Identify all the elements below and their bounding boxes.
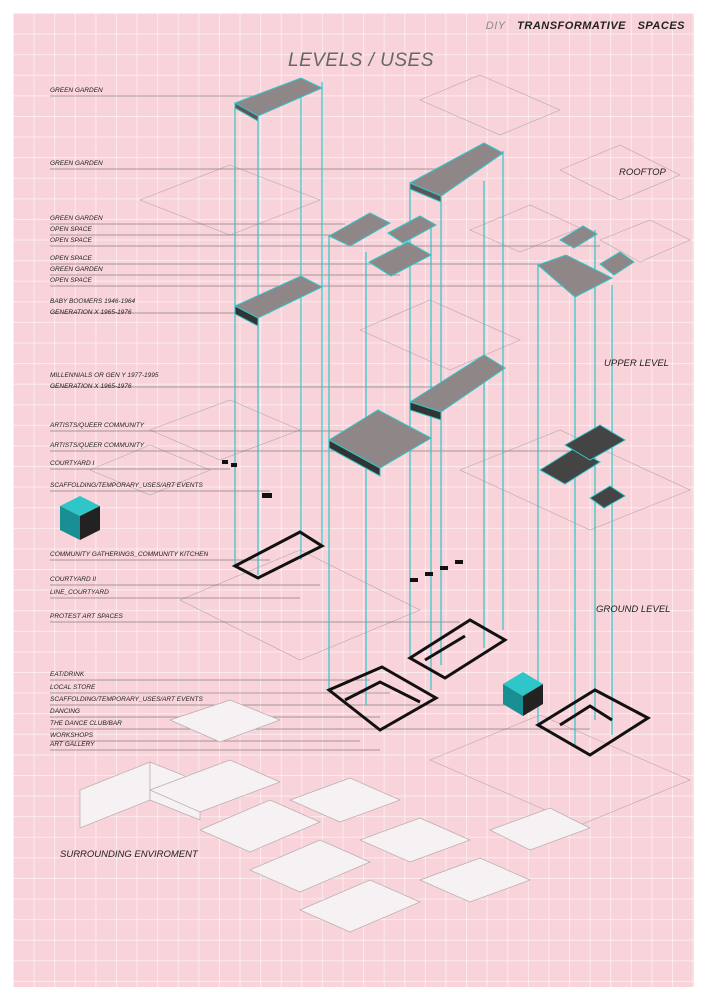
use-label: COMMUNITY GATHERINGS_COMMUNITY KITCHEN [50, 551, 209, 558]
use-label: DANCING [50, 708, 80, 715]
use-label: PROTEST ART SPACES [50, 613, 123, 620]
use-label: BABY BOOMERS 1946-1964 [50, 298, 136, 305]
section-surrounding: SURROUNDING ENVIROMENT [60, 849, 198, 860]
header-title-a: TRANSFORMATIVE [517, 20, 627, 32]
use-label: EAT/DRINK [50, 671, 85, 678]
cyan-columns [234, 82, 613, 745]
use-label: OPEN SPACE [50, 277, 92, 284]
header-prefix: DIY [485, 20, 506, 32]
use-label: COURTYARD I [50, 460, 95, 467]
use-label: SCAFFOLDING/TEMPORARY_USES/ART EVENTS [50, 696, 203, 703]
page-title: LEVELS / USES [288, 50, 434, 71]
use-label: GREEN GARDEN [50, 266, 103, 273]
scaffolding-cube-left [60, 496, 100, 540]
use-label: SCAFFOLDING/TEMPORARY_USES/ART EVENTS [50, 482, 203, 489]
use-label: ART GALLERY [50, 741, 95, 748]
use-label: COURTYARD II [50, 576, 97, 583]
use-label: GENERATION X 1965-1976 [50, 309, 132, 316]
use-label: GREEN GARDEN [50, 215, 103, 222]
use-label: THE DANCE CLUB/BAR [50, 720, 122, 727]
use-label: WORKSHOPS [50, 732, 93, 739]
page-header: DIY TRANSFORMATIVE SPACES [486, 20, 685, 32]
use-label: OPEN SPACE [50, 237, 92, 244]
use-label: GREEN GARDEN [50, 160, 103, 167]
small-blocks [222, 460, 463, 582]
use-label: OPEN SPACE [50, 255, 92, 262]
grid-background [13, 13, 694, 987]
rooftop-slabs [233, 77, 635, 298]
use-label: GREEN GARDEN [50, 87, 103, 94]
section-rooftop: ROOFTOP [619, 167, 666, 178]
use-label: LOCAL STORE [50, 684, 96, 691]
use-label: OPEN SPACE [50, 226, 92, 233]
surrounding-buildings [79, 699, 591, 933]
section-ground-level: GROUND LEVEL [596, 604, 671, 615]
ground-plans [231, 530, 651, 757]
use-label: LINE_COURTYARD [50, 589, 109, 596]
use-label: GENERATION X 1965-1976 [50, 383, 132, 390]
section-upper-level: UPPER LEVEL [604, 358, 669, 369]
use-label: ARTISTS/QUEER COMMUNITY [50, 422, 145, 429]
scaffolding-cube-right [503, 672, 543, 716]
header-title-b: SPACES [637, 20, 685, 32]
use-label: MILLENNIALS OR GEN Y 1977-1995 [50, 372, 159, 379]
use-label: ARTISTS/QUEER COMMUNITY [50, 442, 145, 449]
upper-slabs [233, 275, 626, 509]
